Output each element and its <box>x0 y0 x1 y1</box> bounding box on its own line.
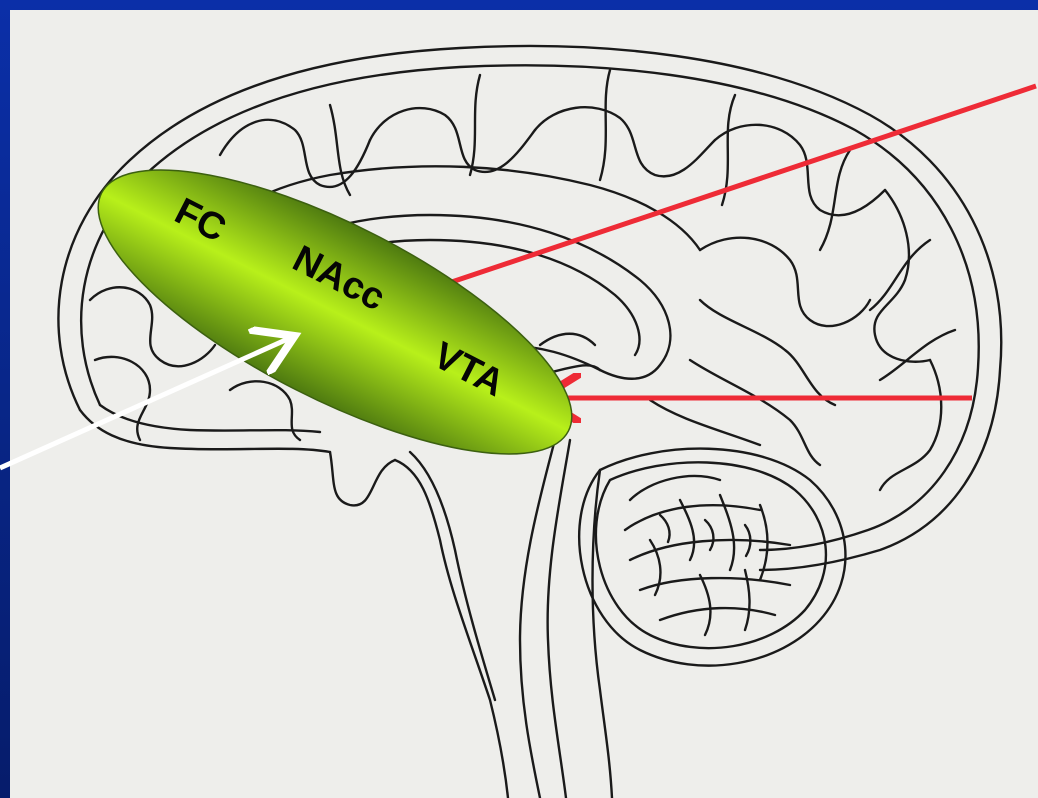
red-arrow-upper <box>392 86 1036 302</box>
